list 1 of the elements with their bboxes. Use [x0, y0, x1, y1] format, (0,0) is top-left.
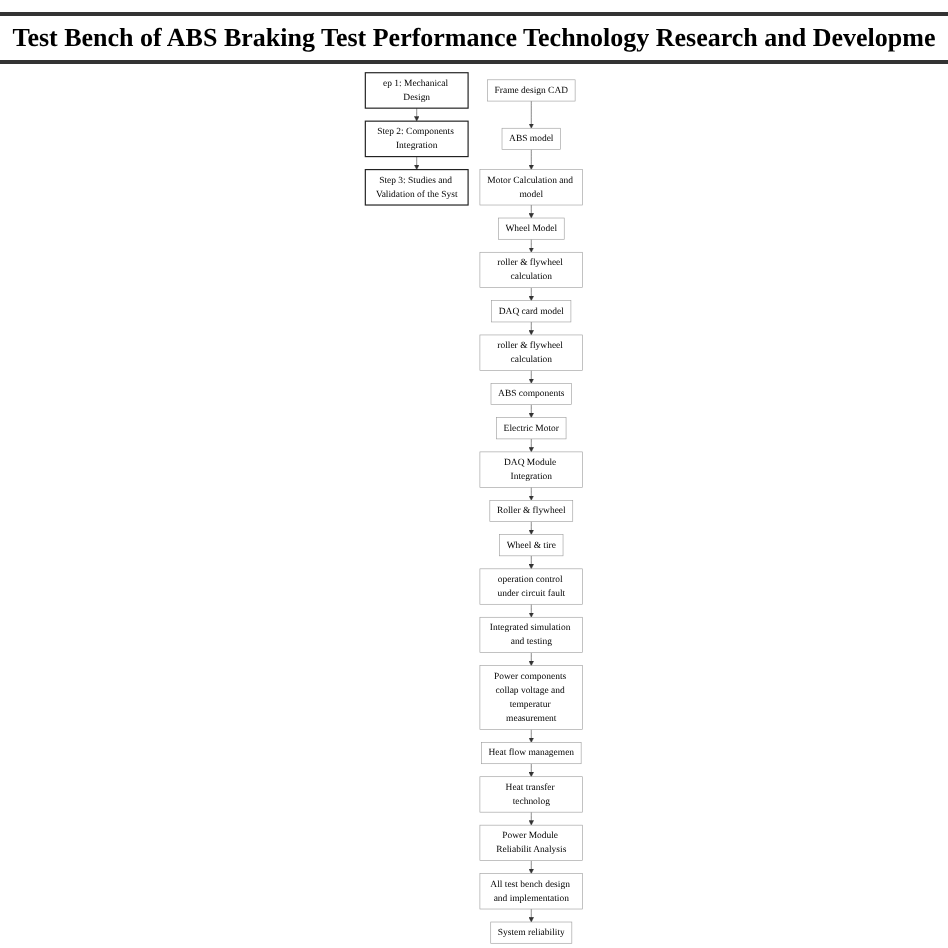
diagram-title: Test Bench of ABS Braking Test Performance Technology Research and Developme [0, 12, 948, 64]
